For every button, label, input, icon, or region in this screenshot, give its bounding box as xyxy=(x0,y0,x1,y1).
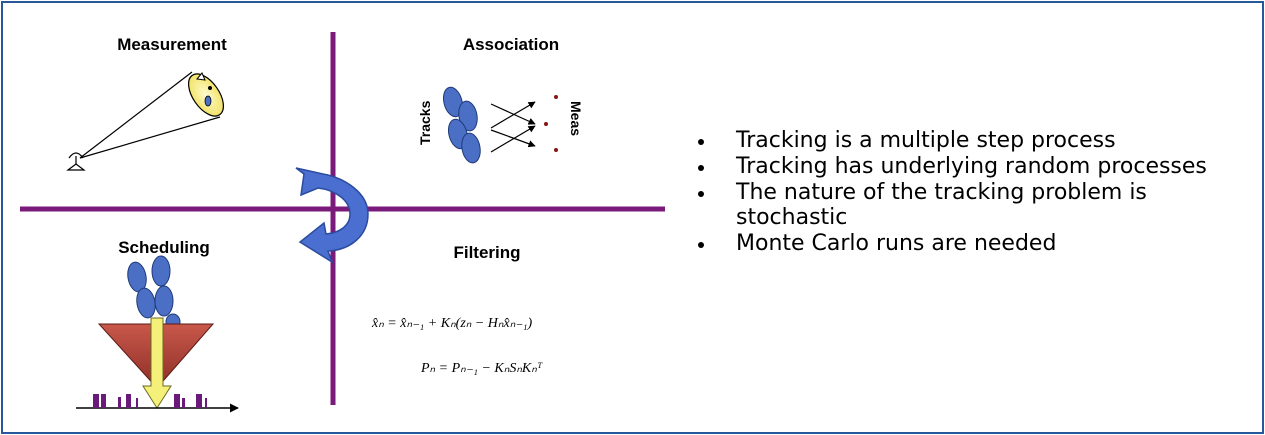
bullet-icon xyxy=(698,139,704,145)
bullet-icon xyxy=(698,191,704,197)
cycle-arrow-icon xyxy=(295,167,369,264)
bullet-item: The nature of the tracking problem is st… xyxy=(694,180,1234,230)
measurement-title: Measurement xyxy=(117,35,227,54)
tracks-label: Tracks xyxy=(417,100,433,145)
meas-label: Meas xyxy=(568,101,584,136)
schedule-timeline xyxy=(76,394,239,413)
covariance-update-equation: Pₙ = Pₙ₋₁ − KₙSₙKₙᵀ xyxy=(420,361,543,376)
track-ellipses xyxy=(442,86,481,164)
association-arrows xyxy=(490,101,536,153)
bullet-list: Tracking is a multiple step process Trac… xyxy=(694,128,1234,257)
scheduling-ellipses xyxy=(127,255,181,331)
bullet-icon xyxy=(698,165,704,171)
scheduling-title: Scheduling xyxy=(118,238,210,257)
association-title: Association xyxy=(463,35,559,54)
filtering-title: Filtering xyxy=(453,243,520,262)
radar-antenna-icon xyxy=(66,152,86,171)
bullet-item: Tracking has underlying random processes xyxy=(694,154,1234,179)
state-update-equation: x̂ₙ = x̂ₙ₋₁ + Kₙ(zₙ − Hₙx̂ₙ₋₁) xyxy=(371,316,533,331)
tracking-cycle-diagram: Measurement Association Scheduling Filte… xyxy=(20,32,665,413)
bullet-item: Tracking is a multiple step process xyxy=(694,128,1234,153)
scheduling-down-arrow xyxy=(142,317,172,409)
measurement-dots xyxy=(544,95,558,152)
radar-beam-icon xyxy=(79,71,225,159)
bullet-item: Monte Carlo runs are needed xyxy=(694,231,1234,256)
bullet-icon xyxy=(698,242,704,248)
